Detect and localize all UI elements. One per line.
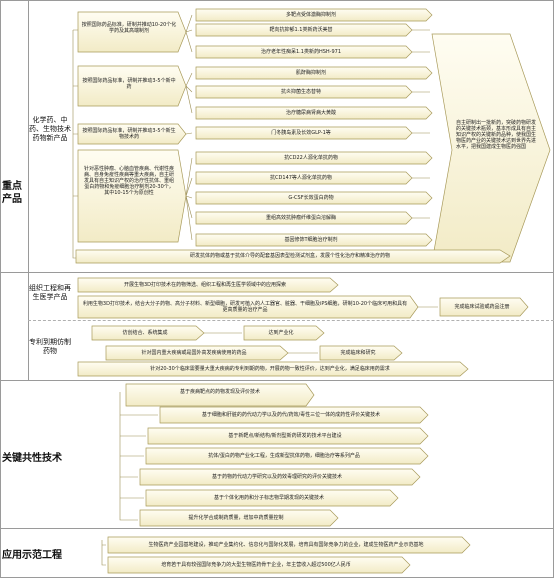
node-p8: 抗CD22人源化单抗药物	[284, 155, 338, 161]
node-regen2-shape	[77, 295, 419, 319]
node-d1-shape	[107, 536, 471, 554]
node-regen-out: 完成临床试验或药品注册	[454, 304, 510, 310]
node-t5-shape	[139, 468, 421, 486]
node-p9-shape	[195, 171, 413, 185]
node-gen5: 针对20-30个临床需要量大重大疾病的专利到期药物，开展药物一致性评价，达到产业…	[150, 366, 390, 372]
node-p5-shape	[195, 85, 413, 99]
sub-divider	[28, 320, 554, 321]
node-t7-shape	[139, 509, 339, 527]
node-t1-shape	[125, 383, 315, 407]
bar-chem-shape	[75, 249, 511, 264]
node-p12-shape	[195, 233, 433, 247]
node-p12: 基因修饰T细胞治疗制剂	[284, 237, 338, 243]
node-t7: 提升化学合成制药质量，增加中药质量控制	[188, 515, 284, 521]
node-gen5-shape	[77, 361, 469, 377]
node-chem4-shape	[77, 149, 187, 243]
goal-shape	[431, 33, 551, 263]
node-gen1-shape	[91, 325, 205, 341]
node-p2-shape	[195, 23, 413, 37]
node-chem1: 按照国际药品标准，研制并推动10-20个化学药及其高端制剂	[81, 22, 177, 34]
node-chem3-shape	[77, 123, 187, 145]
node-t1: 基于疾病靶点的药物发现及评价技术	[179, 389, 260, 395]
node-p9: 抗CD147等人源化单抗药物	[270, 175, 332, 181]
node-chem3: 按照国际药品标准，研制并推动3-5个新生物技术药	[82, 128, 176, 140]
node-chem2: 按照国际药品标准，研制并推动3-5个新中药	[82, 78, 176, 90]
node-regen-out-shape	[439, 297, 529, 317]
node-gen1: 仿创结合、系统集成	[122, 330, 168, 336]
node-p7: 门冬胰岛素及长效GLP-1等	[271, 130, 331, 136]
node-t6-shape	[145, 489, 399, 507]
node-p5: 抗炎抑菌生态替特	[280, 89, 321, 95]
section-key-products: 重点产品	[2, 181, 22, 205]
section-divider	[0, 272, 554, 273]
node-chem1-shape	[77, 11, 187, 53]
node-chem2-shape	[77, 65, 187, 107]
node-gen3: 针对国内重大疾病或是国外高发疾病使用的药品	[141, 350, 247, 356]
node-t5: 基于药物药代动力学研究以及药效毒理研究的评价关键技术	[211, 474, 342, 480]
node-p11: 重组高效抗肿瘤纤维蛋白溶解酶	[265, 215, 336, 221]
node-t4: 抗体/蛋白药物产业化工程，生成新型抗体药物，细胞治疗等系列产品	[208, 453, 360, 459]
node-chem4: 针对恶性肿瘤、心脑血管疾病、代谢性疾病、自身免疫性疾病等重大疾病，自主研发具有自…	[83, 166, 174, 196]
node-p3-shape	[195, 45, 413, 59]
subcat-chem-bio: 化学药、中药、生物技术药物新产品	[29, 116, 71, 142]
section-key-tech: 关键共性技术	[2, 453, 62, 464]
node-t3-shape	[147, 427, 429, 445]
section-demo: 应用示范工程	[2, 550, 62, 561]
subcat-generic: 专利到期仿制药物	[29, 338, 71, 355]
node-p4-shape	[195, 66, 433, 80]
node-gen4: 完成临床和研究	[340, 350, 376, 356]
node-p3: 治疗老年性痴呆1.1类新药HSH-971	[261, 49, 341, 55]
node-t6: 基于个体化用药和分子标志物早期发现的关键技术	[213, 495, 324, 501]
node-regen2: 利用生物3D打印技术，结合大分子药物、高分子材料、新型细胞，研发可植入的人工器官…	[82, 301, 408, 313]
column-divider	[28, 272, 29, 380]
node-gen3-shape	[105, 345, 289, 361]
bar-chem: 研发抗体药物或基于抗体介导的配套基因表型检测试剂盒，发展个性化治疗和精准治疗药物	[189, 253, 390, 259]
node-gen4-shape	[319, 345, 403, 361]
node-p6-shape	[195, 106, 433, 120]
section-divider	[0, 380, 554, 381]
node-d2-shape	[107, 556, 411, 574]
node-t2-shape	[159, 406, 429, 424]
node-t2: 基于细胞和肝脏的药代动力学以及药代/药效/毒性三位一体的成药性评价关键技术	[201, 412, 381, 418]
node-p8-shape	[195, 151, 433, 165]
node-t3: 基于新靶点/新结构/新剂型新药研发的技术平台建设	[228, 433, 342, 439]
column-divider	[28, 0, 29, 272]
section-divider	[0, 528, 554, 529]
node-gen2-shape	[243, 325, 325, 341]
node-p7-shape	[195, 126, 413, 140]
subcat-regen: 组织工程和再生医学产品	[29, 284, 71, 301]
node-t4-shape	[145, 447, 429, 465]
node-p6: 治疗糖尿病肾病大黄酸	[285, 110, 336, 116]
node-p2: 靶向抗抑郁1.1类新药沃美替	[269, 27, 333, 33]
node-p10-shape	[195, 191, 433, 205]
goal-text: 自主研制出一批新药，突破药物研发的关键技术瓶颈，基本形成具有自主知识产权的关键新…	[456, 120, 537, 150]
node-regen1-shape	[77, 277, 339, 293]
node-d2: 培育若干具有较强国际竞争力的大型生物医药骨干企业，年主营收入超过500亿人民币	[161, 562, 351, 568]
node-p1: 多靶点受体激酶抑制剂	[285, 12, 336, 18]
node-p4: 肌酐酶抑制剂	[295, 70, 326, 76]
node-regen1: 开展生物3D打印技术在药物筛选、组织工程和再生医学领域中的应用探索	[123, 282, 287, 288]
node-gen2: 达到产业化	[268, 330, 294, 336]
node-p1-shape	[195, 8, 433, 22]
node-d1: 生物医药产业园基地建设，推动产业集约化、信息化与国际化发展，培育具有国际竞争力的…	[148, 542, 424, 548]
node-p10: G-CSF长效蛋白药物	[288, 195, 334, 201]
node-p11-shape	[195, 211, 413, 225]
